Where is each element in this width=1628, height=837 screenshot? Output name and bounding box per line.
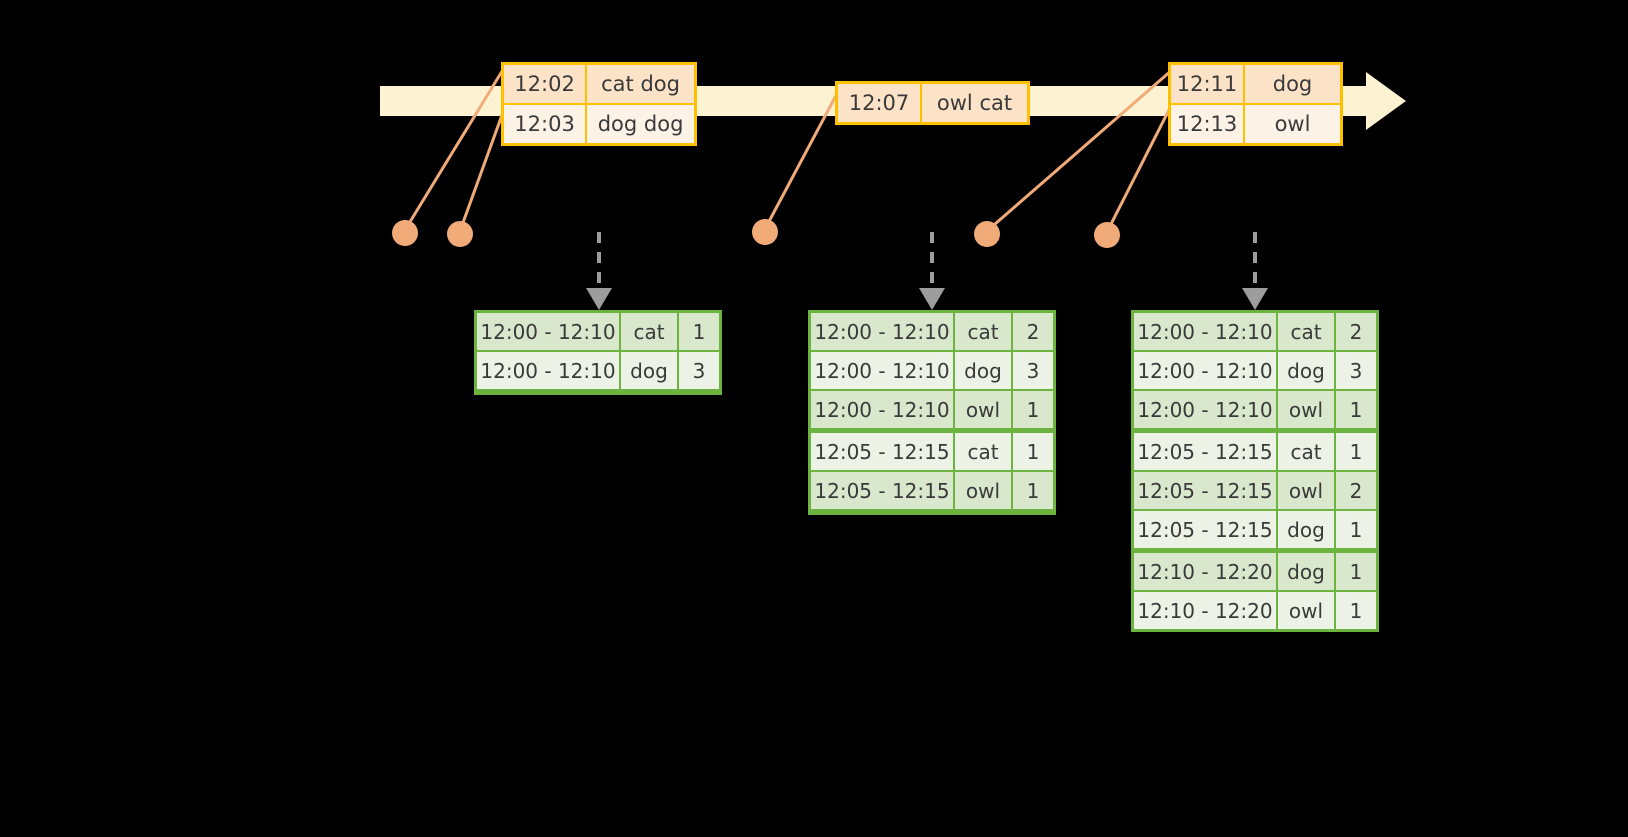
event-words: owl bbox=[1245, 105, 1340, 143]
window-cell: 12:10 - 12:20 bbox=[1134, 553, 1276, 590]
event-words: cat dog bbox=[587, 65, 694, 103]
word-cell: dog bbox=[1276, 511, 1334, 548]
word-cell: owl bbox=[953, 472, 1011, 509]
word-cell: owl bbox=[1276, 472, 1334, 509]
window-cell: 12:05 - 12:15 bbox=[811, 472, 953, 509]
count-cell: 1 bbox=[1334, 511, 1376, 548]
event-box-1: 12:02 cat dog 12:03 dog dog bbox=[501, 62, 697, 146]
window-cell: 12:05 - 12:15 bbox=[811, 433, 953, 470]
event-time: 12:11 bbox=[1171, 65, 1245, 103]
count-cell: 1 bbox=[677, 313, 719, 350]
event-time: 12:03 bbox=[504, 105, 588, 143]
event-row: 12:11 dog bbox=[1171, 65, 1340, 103]
count-cell: 1 bbox=[1011, 433, 1053, 470]
count-cell: 2 bbox=[1334, 313, 1376, 350]
word-cell: cat bbox=[1276, 313, 1334, 350]
word-cell: cat bbox=[953, 313, 1011, 350]
count-cell: 1 bbox=[1334, 553, 1376, 590]
window-cell: 12:05 - 12:15 bbox=[1134, 433, 1276, 470]
word-cell: owl bbox=[1276, 592, 1334, 629]
window-cell: 12:00 - 12:10 bbox=[811, 391, 953, 428]
event-dot-1 bbox=[392, 220, 418, 246]
window-cell: 12:00 - 12:10 bbox=[477, 313, 619, 350]
word-cell: cat bbox=[1276, 433, 1334, 470]
count-cell: 1 bbox=[1334, 592, 1376, 629]
event-time: 12:02 bbox=[504, 65, 588, 103]
window-cell: 12:00 - 12:10 bbox=[1134, 313, 1276, 350]
count-cell: 2 bbox=[1011, 313, 1053, 350]
word-cell: dog bbox=[1276, 553, 1334, 590]
event-row: 12:13 owl bbox=[1171, 103, 1340, 143]
count-cell: 3 bbox=[677, 352, 719, 389]
event-words: owl cat bbox=[922, 84, 1027, 122]
window-cell: 12:00 - 12:10 bbox=[811, 352, 953, 389]
count-cell: 3 bbox=[1334, 352, 1376, 389]
window-cell: 12:00 - 12:10 bbox=[477, 352, 619, 389]
word-cell: cat bbox=[619, 313, 677, 350]
event-row: 12:02 cat dog bbox=[504, 65, 694, 103]
word-cell: dog bbox=[619, 352, 677, 389]
event-dot-3 bbox=[752, 219, 778, 245]
word-cell: cat bbox=[953, 433, 1011, 470]
event-dot-2 bbox=[447, 221, 473, 247]
event-words: dog bbox=[1245, 65, 1340, 103]
event-time: 12:13 bbox=[1171, 105, 1245, 143]
window-cell: 12:00 - 12:10 bbox=[1134, 391, 1276, 428]
window-cell: 12:05 - 12:15 bbox=[1134, 511, 1276, 548]
event-row: 12:07 owl cat bbox=[838, 84, 1027, 122]
event-dot-4 bbox=[974, 221, 1000, 247]
window-cell: 12:00 - 12:10 bbox=[1134, 352, 1276, 389]
count-cell: 1 bbox=[1334, 433, 1376, 470]
event-dot-5 bbox=[1094, 222, 1120, 248]
count-cell: 2 bbox=[1334, 472, 1376, 509]
window-cell: 12:00 - 12:10 bbox=[811, 313, 953, 350]
count-cell: 1 bbox=[1011, 472, 1053, 509]
event-box-2: 12:07 owl cat bbox=[835, 81, 1030, 125]
word-cell: owl bbox=[953, 391, 1011, 428]
window-cell: 12:05 - 12:15 bbox=[1134, 472, 1276, 509]
count-cell: 3 bbox=[1011, 352, 1053, 389]
event-row: 12:03 dog dog bbox=[504, 103, 694, 143]
window-cell: 12:10 - 12:20 bbox=[1134, 592, 1276, 629]
word-cell: dog bbox=[953, 352, 1011, 389]
timeline-arrow-head-icon bbox=[1366, 72, 1406, 130]
count-cell: 1 bbox=[1334, 391, 1376, 428]
count-cell: 1 bbox=[1011, 391, 1053, 428]
word-cell: owl bbox=[1276, 391, 1334, 428]
event-box-3: 12:11 dog 12:13 owl bbox=[1168, 62, 1343, 146]
word-cell: dog bbox=[1276, 352, 1334, 389]
event-words: dog dog bbox=[587, 105, 694, 143]
event-time: 12:07 bbox=[838, 84, 922, 122]
